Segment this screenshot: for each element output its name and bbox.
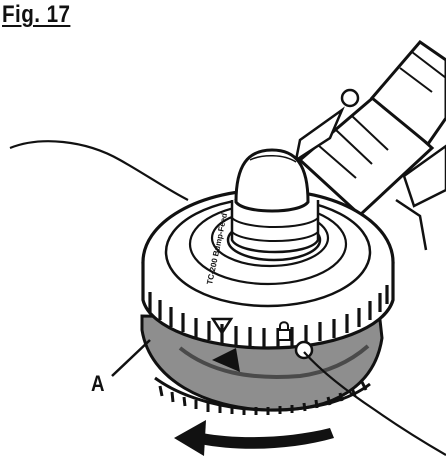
callout-label-a: A (91, 371, 105, 396)
trimmer-line-right (303, 351, 446, 456)
rotation-arrow (200, 428, 334, 449)
alignment-triangle (210, 317, 234, 336)
callout-leader-a (111, 339, 151, 377)
trimmer-line-left (9, 140, 189, 201)
lock-icon (277, 321, 291, 341)
figure-title: Fig. 17 (2, 1, 71, 28)
drive-shaft (294, 39, 446, 251)
rotation-arrow-head (174, 420, 206, 456)
center-hub (226, 148, 322, 262)
